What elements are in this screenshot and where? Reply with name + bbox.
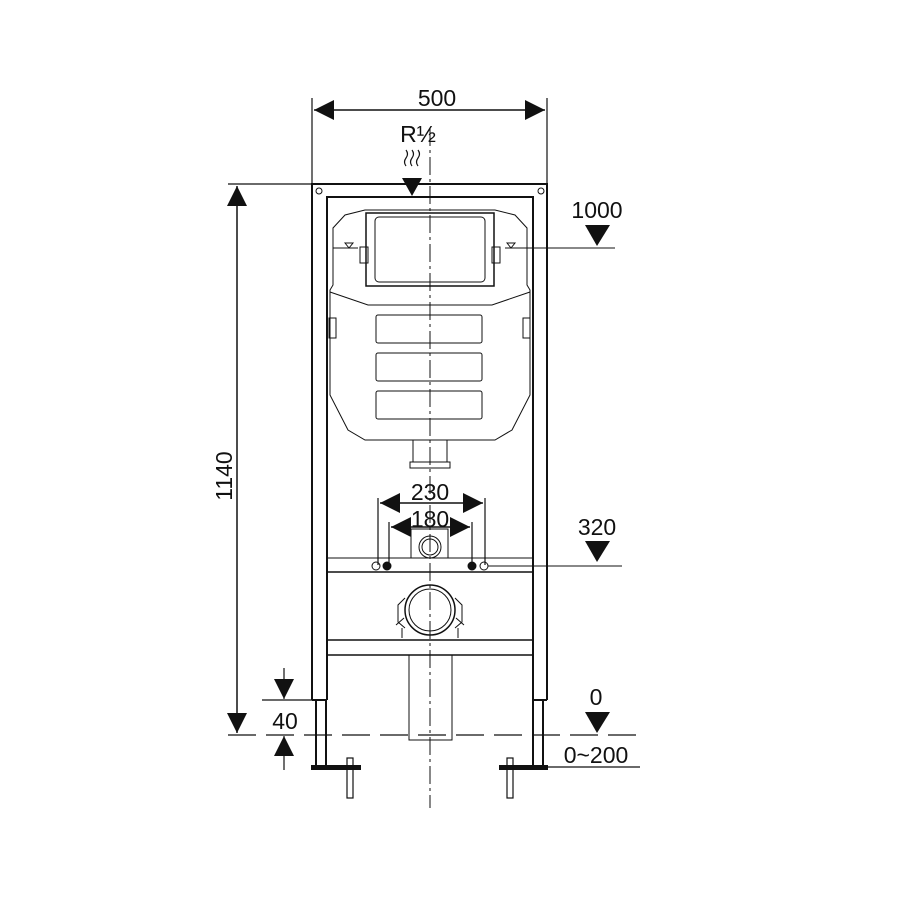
level-top-label: 1000 — [571, 197, 622, 223]
cistern — [328, 209, 615, 469]
water-connection: R½ — [400, 121, 436, 196]
level-mid-label: 320 — [578, 514, 616, 540]
anchor-bolts — [346, 757, 514, 799]
frame — [311, 183, 548, 770]
width-label: 500 — [418, 85, 456, 111]
level-1000-marker: 1000 — [571, 197, 623, 246]
level-0-marker: 0 — [585, 684, 610, 733]
height-label: 1140 — [211, 451, 237, 500]
water-flow-icon — [403, 149, 421, 167]
level-triangle-icon — [585, 712, 610, 733]
drain-connection — [327, 584, 533, 741]
spacing-dimensions: 230 180 — [377, 479, 486, 565]
arrow-down-icon — [402, 178, 422, 196]
level-320-marker: 320 — [578, 514, 616, 562]
foot-offset-dimension: 40 — [262, 668, 312, 770]
floor-level-label: 0 — [590, 684, 603, 710]
height-dimension: 1140 — [211, 183, 312, 733]
adjust-range: 0~200 — [547, 742, 640, 768]
spacing-inner-label: 180 — [411, 506, 449, 532]
foot-offset-label: 40 — [272, 708, 298, 734]
adjust-range-label: 0~200 — [564, 742, 629, 768]
spacing-outer-label: 230 — [411, 479, 449, 505]
level-triangle-icon — [585, 225, 610, 246]
connection-label: R½ — [400, 121, 436, 147]
width-dimension: 500 — [311, 85, 548, 184]
mounting-rail — [327, 528, 622, 573]
level-triangle-icon — [585, 541, 610, 562]
